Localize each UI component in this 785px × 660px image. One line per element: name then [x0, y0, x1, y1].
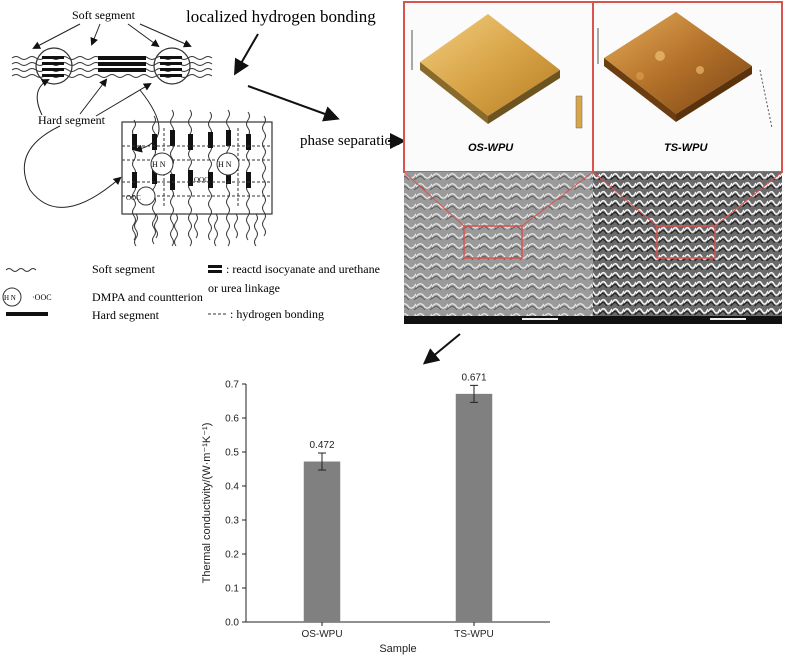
y-axis-title: Thermal conductivity/(W·m⁻¹K⁻¹) [201, 423, 213, 584]
afm-left-surface [420, 14, 560, 116]
ooc-label-2: OOC [126, 194, 141, 202]
legend-hard-segment: Hard segment [92, 308, 160, 322]
domain-hard-blocks [132, 130, 251, 190]
chart-bars: 0.472 0.671 [303, 372, 493, 622]
sem-left-image [404, 172, 593, 324]
legend-isocyanate-1: : reactd isocyanate and urethane [226, 262, 380, 276]
soft-segment-label: Soft segment [72, 8, 136, 22]
afm-panels: OS-WPU TS-WPU [403, 1, 783, 173]
localized-hb-label: localized hydrogen bonding [186, 7, 376, 26]
schematic-diagram: Soft segment localized hydrogen bonding … [2, 1, 783, 365]
hard-segment-arrows [23, 78, 160, 208]
legend-hn-symbol: H N [4, 294, 16, 302]
thermal-conductivity-chart: 0.0 0.1 0.2 0.3 0.4 0.5 0.6 0.7OS-WPU TS-WPU 0.4… [201, 372, 550, 655]
legend-soft-segment: Soft segment [92, 262, 156, 276]
lower-chains [134, 213, 258, 247]
dmpa-hn-label: H N [152, 160, 166, 169]
ooc-label: OOC [194, 176, 209, 184]
localized-hb-arrow [233, 33, 259, 76]
dmpa-hn-label-2: H N [218, 160, 232, 169]
afm-right-caption: TS-WPU [664, 142, 708, 154]
sem-panels [403, 171, 783, 324]
y-tick-label: 0.4 [225, 482, 239, 493]
y-tick-label: 0.0 [225, 618, 239, 629]
dmpa-circles [136, 152, 240, 206]
schematic-legend: Soft segment H N ·OOC DMPA and countteri… [2, 262, 380, 322]
phase-separation-label: phase separation [300, 133, 400, 149]
afm-left-caption: OS-WPU [468, 142, 514, 154]
bar-ts-wpu [455, 393, 493, 622]
to-chart-arrow [422, 333, 461, 365]
legend-ooc-symbol: ·OOC [32, 293, 52, 302]
soft-segment-arrows [32, 23, 192, 49]
y-tick-label: 0.3 [225, 516, 239, 527]
data-label: 0.472 [309, 440, 334, 451]
y-tick-label: 0.1 [225, 584, 239, 595]
hard-segment-label: Hard segment [38, 113, 106, 127]
legend-dmpa: DMPA and countterion [92, 290, 203, 304]
y-tick-label: 0.2 [225, 550, 239, 561]
x-tick-label: TS-WPU [454, 629, 493, 640]
chart-axes: 0.0 0.1 0.2 0.3 0.4 0.5 0.6 0.7OS-WPU TS-WPU [225, 380, 550, 640]
y-tick-label: 0.7 [225, 380, 239, 391]
to-phase-arrow [247, 85, 340, 122]
sem-right-zoom-box [656, 225, 716, 259]
legend-isocyanate-2: or urea linkage [208, 281, 280, 295]
bar-os-wpu [303, 461, 341, 622]
hard-segment-blocks [42, 56, 182, 77]
hard-domain-box [121, 121, 273, 215]
domain-hbond-lines [122, 128, 272, 206]
y-tick-label: 0.6 [225, 414, 239, 425]
afm-right-surface [604, 12, 752, 114]
legend-hbond: : hydrogen bonding [230, 307, 324, 321]
y-tick-label: 0.5 [225, 448, 239, 459]
data-label: 0.671 [461, 372, 486, 383]
sem-left-zoom-box [463, 225, 523, 259]
chain-circles [35, 47, 191, 85]
x-axis-title: Sample [379, 643, 416, 655]
x-tick-label: OS-WPU [301, 629, 342, 640]
